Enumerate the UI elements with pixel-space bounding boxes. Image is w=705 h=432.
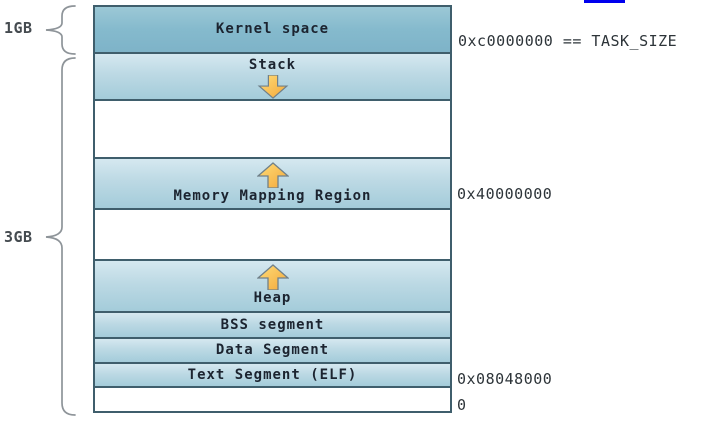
region-label: Stack (248, 57, 297, 73)
region-kernel-space: Kernel space (95, 7, 450, 54)
region-bss-segment: BSS segment (95, 313, 450, 339)
up-arrow-icon (256, 264, 289, 290)
region-label: Kernel space (215, 21, 330, 37)
region-label: BSS segment (220, 316, 325, 333)
region-data-segment: Data Segment (95, 339, 450, 364)
region-memory-mapping: Memory Mapping Region (95, 159, 450, 210)
address-label-text-start: 0x08048000 (457, 370, 553, 388)
down-arrow-icon (257, 75, 288, 99)
region-null-page (95, 388, 450, 411)
region-stack: Stack (95, 54, 450, 101)
region-heap: Heap (95, 261, 450, 313)
region-label: Text Segment (ELF) (187, 366, 358, 383)
region-label: Heap (253, 290, 292, 306)
address-label-zero: 0 (457, 396, 467, 414)
region-unmapped-gap-upper (95, 101, 450, 159)
region-label: Memory Mapping Region (173, 188, 372, 204)
size-label-3gb: 3GB (4, 228, 33, 246)
region-text-segment: Text Segment (ELF) (95, 364, 450, 388)
region-label: Data Segment (215, 342, 330, 358)
link-underline-fragment[interactable] (584, 0, 625, 3)
size-label-1gb: 1GB (4, 19, 33, 37)
up-arrow-icon (256, 162, 289, 188)
brace-1gb-icon (45, 5, 76, 55)
region-unmapped-gap-lower (95, 210, 450, 261)
memory-map-column: Kernel space Stack Memory Mapping Region (93, 5, 452, 413)
address-label-mmap-base: 0x40000000 (457, 185, 553, 203)
address-label-task-size: 0xc0000000 == TASK_SIZE (458, 32, 678, 50)
brace-3gb-icon (45, 57, 76, 416)
brace-group (45, 5, 76, 416)
